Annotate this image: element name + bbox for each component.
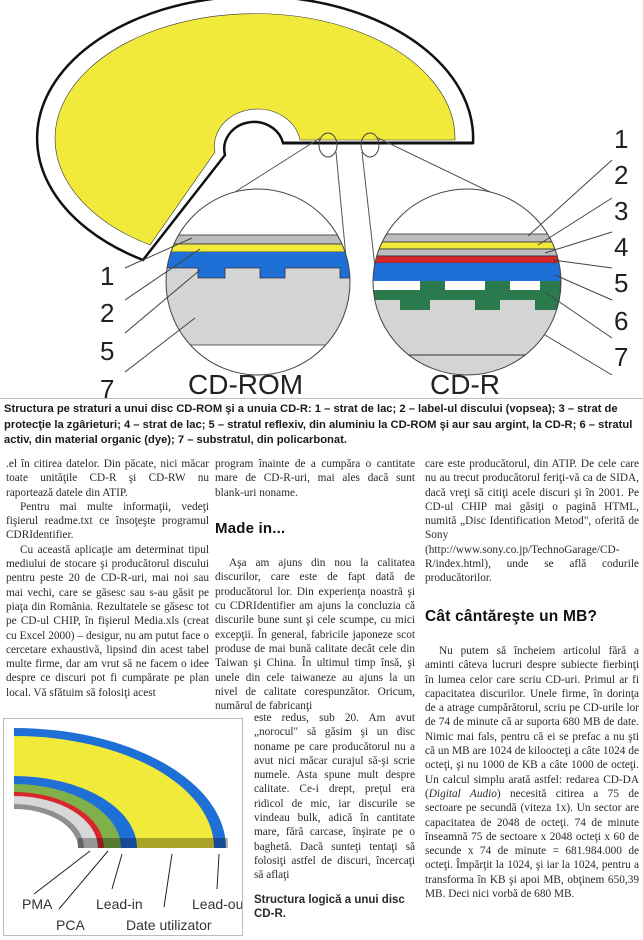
cd-r-label: CD-R	[430, 369, 500, 398]
cd-layer-structure-figure: 1 2 5 7 1 2 3 4 5 6 7 CD-ROM CD-R	[0, 0, 643, 404]
paragraph: Pentru mai multe informaţii, vedeţi fişi…	[6, 500, 209, 542]
column-1: .el în citirea datelor. Din păcate, nici…	[6, 457, 209, 700]
figure-caption: Structura pe straturi a unui disc CD-ROM…	[4, 403, 633, 446]
paragraph: care este producătorul, din ATIP. De cel…	[425, 458, 639, 585]
text: Nu putem să încheiem articolul fără a am…	[425, 644, 639, 800]
disc-half-illustration	[35, 0, 491, 286]
paragraph: este redus, sub 20. Am avut „norocul" să…	[254, 712, 415, 882]
label-left-2: 2	[100, 298, 114, 328]
label-date-utilizator: Date utilizator	[126, 917, 212, 933]
paragraph: Cu această aplicaţie am determinat tipul…	[6, 543, 209, 699]
label-lead-in: Lead-in	[96, 896, 143, 912]
label-left-7: 7	[100, 374, 114, 398]
paragraph: Nu putem să încheiem articolul fără a am…	[425, 644, 639, 901]
label-right-1: 1	[614, 124, 628, 154]
paragraph: .el în citirea datelor. Din păcate, nici…	[6, 458, 209, 499]
cd-r-logical-structure-figure: PMA PCA Lead-in Date utilizator Lead-out	[3, 718, 247, 936]
column-2-continued: este redus, sub 20. Am avut „norocul" să…	[254, 711, 415, 921]
label-pma: PMA	[22, 896, 53, 912]
paragraph: program înainte de a cumpăra o cantitate…	[215, 458, 415, 499]
paragraph: Aşa am ajuns din nou la calitatea discur…	[215, 557, 415, 713]
section-heading-mb: Cât cântăreşte un MB?	[425, 607, 598, 625]
label-right-6: 6	[614, 306, 628, 336]
leader-lines	[124, 159, 613, 376]
column-2: program înainte de a cumpăra o cantitate…	[215, 457, 415, 713]
label-lead-out: Lead-out	[192, 896, 242, 912]
figure-caption-logical-structure: Structura logică a unui disc CD-R.	[254, 893, 405, 920]
label-left-5: 5	[100, 336, 114, 366]
label-left-1: 1	[100, 261, 114, 291]
cd-rom-label: CD-ROM	[188, 369, 303, 398]
cd-rom-cross-section	[165, 188, 351, 376]
column-3: care este producătorul, din ATIP. De cel…	[425, 457, 639, 901]
label-pca: PCA	[56, 917, 85, 933]
italic-text: Digital Audio	[428, 787, 497, 800]
label-right-7: 7	[614, 342, 628, 372]
text: ) necesită citirea a 75 de sectoare pe s…	[425, 787, 639, 901]
section-heading-made-in: Made in...	[215, 519, 286, 537]
cd-r-cross-section	[372, 188, 562, 376]
label-right-5: 5	[614, 268, 628, 298]
label-right-3: 3	[614, 196, 628, 226]
label-right-4: 4	[614, 232, 628, 262]
label-right-2: 2	[614, 160, 628, 190]
